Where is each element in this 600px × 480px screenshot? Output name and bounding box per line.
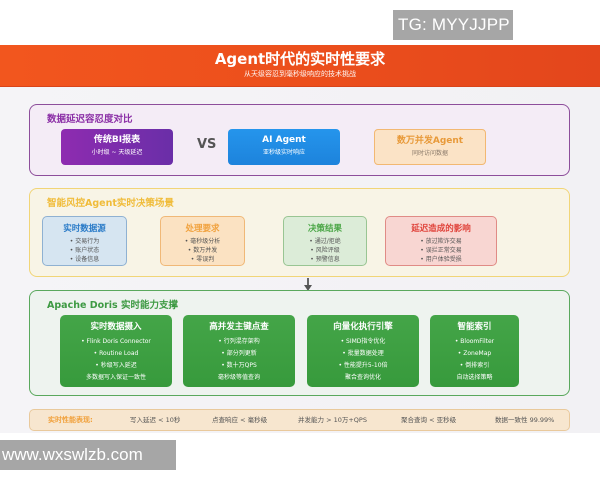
performance-bar: 实时性能表现: 写入延迟 < 10秒 点查响应 < 毫秒级 并发能力 > 10万… [29,409,570,431]
point-query-card: 高并发主键点查 • 行列混存架构 • 部分列更新 • 数十万QPS 毫秒级等值查… [183,315,295,387]
card-list: • 毫秒级分析 • 数万并发 • 零误判 [161,237,244,264]
list-item: • 数万并发 [187,247,218,254]
card-list: • 交易行为 • 账户状态 • 设备信息 [43,237,126,264]
list-item: • 风险评级 [310,247,340,254]
section-title: 智能风控Agent实时决策场景 [47,198,174,209]
concurrent-agent-card: 数万并发Agent 同时访问数据 [374,129,486,165]
section-title: Apache Doris 实时能力支撑 [47,300,179,311]
card-list: • SIMD指令优化 • 批量数据处理 • 性能提升5-10倍 聚合查询优化 [307,336,419,384]
list-item: • 放过欺诈交易 [420,238,462,245]
metric-concurrency: 并发能力 > 10万+QPS [298,416,367,424]
list-item: • Flink Doris Connector [81,338,151,345]
list-item: • BloomFilter [454,338,495,345]
decision-result-card: 决策结果 • 通过/拒绝 • 风险评级 • 预警信息 [283,216,367,266]
card-title: 决策结果 [307,224,342,234]
card-list: • 行列混存架构 • 部分列更新 • 数十万QPS 毫秒级等值查询 [183,336,295,384]
list-item: • 零误判 [190,256,215,263]
vectorized-engine-card: 向量化执行引擎 • SIMD指令优化 • 批量数据处理 • 性能提升5-10倍 … [307,315,419,387]
list-item: • 部分列更新 [221,350,257,357]
card-title: 实时数据摄入 [90,322,142,332]
list-item: • 批量数据处理 [342,350,384,357]
risk-scenario-section: 智能风控Agent实时决策场景 实时数据源 • 交易行为 • 账户状态 • 设备… [29,188,570,277]
list-item: • 交易行为 [69,238,100,245]
section-title: 数据延迟容忍度对比 [47,114,133,125]
card-title: 智能索引 [457,322,492,332]
list-item: • 秒级写入延迟 [95,362,137,369]
list-item: • 账户状态 [69,247,100,254]
page-subtitle: 从天级容忍到毫秒级响应的技术挑战 [244,70,356,78]
performance-label: 实时性能表现: [48,416,93,424]
watermark-bottom: www.wxswlzb.com [0,440,176,470]
card-title: 传统BI报表 [93,135,141,145]
metric-write-latency: 写入延迟 < 10秒 [130,416,181,424]
processing-requirements-card: 处理要求 • 毫秒级分析 • 数万并发 • 零误判 [160,216,245,266]
arrow-down-icon [304,285,312,291]
metric-consistency: 数据一致性 99.99% [495,416,555,424]
card-list: • 通过/拒绝 • 风险评级 • 预警信息 [284,237,366,264]
list-item: 毫秒级等值查询 [217,374,260,381]
latency-comparison-section: 数据延迟容忍度对比 传统BI报表 小时级 ~ 天级延迟 VS AI Agent … [29,104,570,176]
data-source-card: 实时数据源 • 交易行为 • 账户状态 • 设备信息 [42,216,127,266]
list-item: 聚合查询优化 [344,374,381,381]
list-item: • SIMD指令优化 [340,338,386,345]
card-title: 向量化执行引擎 [333,322,393,332]
flow-arrow-line [307,278,309,288]
card-list: • Flink Doris Connector • Routine Load •… [60,336,172,384]
page-title: Agent时代的实时性要求 [214,50,386,68]
ai-agent-card: AI Agent 亚秒级实时响应 [228,129,340,165]
card-list: • BloomFilter • ZoneMap • 倒排索引 自动选择策略 [430,336,519,384]
card-title: 实时数据源 [63,224,106,234]
list-item: • 性能提升5-10倍 [338,362,388,369]
delay-impact-card: 延迟造成的影响 • 放过欺诈交易 • 误拦正常交易 • 用户体验受损 [385,216,497,266]
list-item: 自动选择策略 [456,374,493,381]
smart-index-card: 智能索引 • BloomFilter • ZoneMap • 倒排索引 自动选择… [430,315,519,387]
card-title: AI Agent [262,135,306,145]
card-title: 处理要求 [185,224,220,234]
doris-support-section: Apache Doris 实时能力支撑 实时数据摄入 • Flink Doris… [29,290,570,396]
card-subtitle: 小时级 ~ 天级延迟 [91,149,143,156]
card-list: • 放过欺诈交易 • 误拦正常交易 • 用户体验受损 [386,237,496,264]
list-item: • 数十万QPS [221,362,257,369]
list-item: • 毫秒级分析 [184,238,221,245]
card-title: 高并发主键点查 [209,322,269,332]
list-item: • 用户体验受损 [420,256,462,263]
list-item: • 误拦正常交易 [420,247,462,254]
vs-label: VS [197,137,217,152]
list-item: • 预警信息 [310,256,340,263]
realtime-ingestion-card: 实时数据摄入 • Flink Doris Connector • Routine… [60,315,172,387]
list-item: • Routine Load [93,350,139,357]
list-item: • 倒排索引 [459,362,490,369]
traditional-bi-card: 传统BI报表 小时级 ~ 天级延迟 [61,129,173,165]
list-item: • 行列混存架构 [218,338,260,345]
metric-aggregation: 聚合查询 < 亚秒级 [401,416,457,424]
card-title: 延迟造成的影响 [411,224,471,234]
card-subtitle: 同时访问数据 [411,150,448,157]
list-item: • 通过/拒绝 [309,238,341,245]
card-title: 数万并发Agent [396,136,464,146]
watermark-top: TG: MYYJJPP [393,10,513,40]
metric-point-query: 点查响应 < 毫秒级 [212,416,268,424]
list-item: 多数据写入保证一致性 [85,374,146,381]
list-item: • ZoneMap [457,350,492,357]
card-subtitle: 亚秒级实时响应 [262,149,305,156]
page-header: Agent时代的实时性要求 从天级容忍到毫秒级响应的技术挑战 [0,45,600,87]
list-item: • 设备信息 [69,256,100,263]
